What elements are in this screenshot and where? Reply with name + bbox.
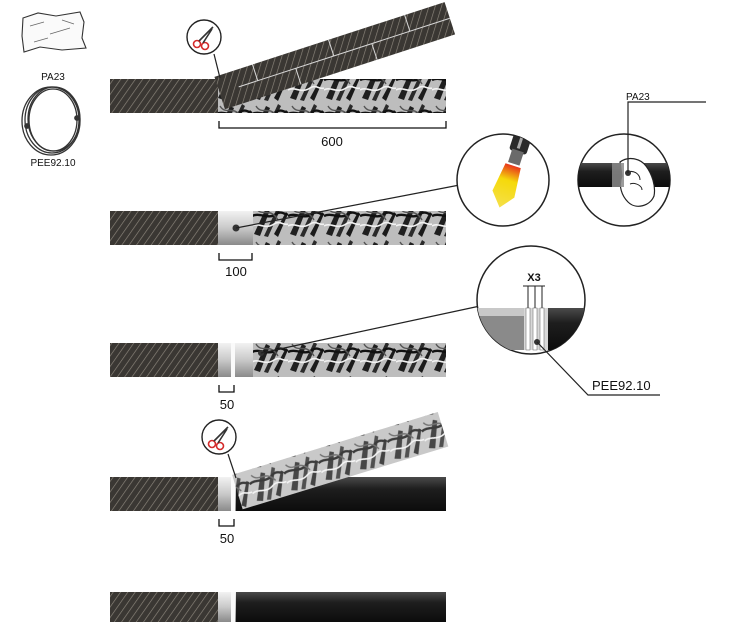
wire-wrap: [231, 477, 235, 511]
braid-section: [110, 592, 220, 622]
wire-label: PEE92.10: [30, 158, 75, 169]
cable-jacket: [236, 592, 446, 622]
scissors-callout: [201, 419, 237, 479]
dimension-bracket: [218, 121, 447, 129]
step-1: 600: [110, 2, 456, 149]
leader-line: [260, 305, 481, 354]
count-bracket: [523, 285, 545, 308]
cut-sleeve-flap: [232, 412, 449, 510]
dimension-text: 100: [225, 264, 247, 279]
tape-wrap-callout: PA23: [577, 92, 706, 227]
exposed-sleeve: [253, 343, 446, 377]
tape-pack-icon: [21, 11, 87, 53]
scissors-callout: [186, 19, 222, 79]
wire-wrap: [231, 343, 235, 377]
dimension-text: 50: [220, 531, 234, 546]
heat-gun-callout: [456, 133, 550, 227]
braid-section: [110, 343, 220, 377]
dimension-text: 600: [321, 134, 343, 149]
wire-wrap: [231, 592, 235, 622]
count-label: X3: [527, 272, 540, 284]
dimension-text: 50: [220, 397, 234, 412]
flame-icon: [492, 163, 521, 208]
callout-label: PEE92.10: [592, 378, 651, 393]
braid-section: [110, 79, 220, 113]
dimension-bracket: [218, 519, 235, 527]
cut-braid-flap: [214, 2, 456, 110]
step-3: 50 X3 PEE92.10: [110, 245, 660, 412]
wire-wrap-callout: X3 PEE92.10: [476, 245, 660, 396]
leader-line: [235, 182, 471, 229]
braid-section: [110, 211, 220, 245]
leader-line: [627, 101, 706, 173]
tape-label: PA23: [41, 72, 65, 83]
dimension-bracket: [218, 253, 253, 261]
step-4: 50: [110, 412, 449, 546]
leader-line: [536, 341, 660, 396]
step-2: 100 PA23: [110, 92, 706, 279]
dimension-bracket: [218, 385, 235, 393]
step-5: [110, 592, 446, 622]
wire-coil-icon: [21, 86, 81, 156]
taped-section: [218, 343, 253, 377]
callout-label: PA23: [626, 92, 650, 103]
braid-section: [110, 477, 220, 511]
exposed-sleeve: [253, 211, 446, 245]
